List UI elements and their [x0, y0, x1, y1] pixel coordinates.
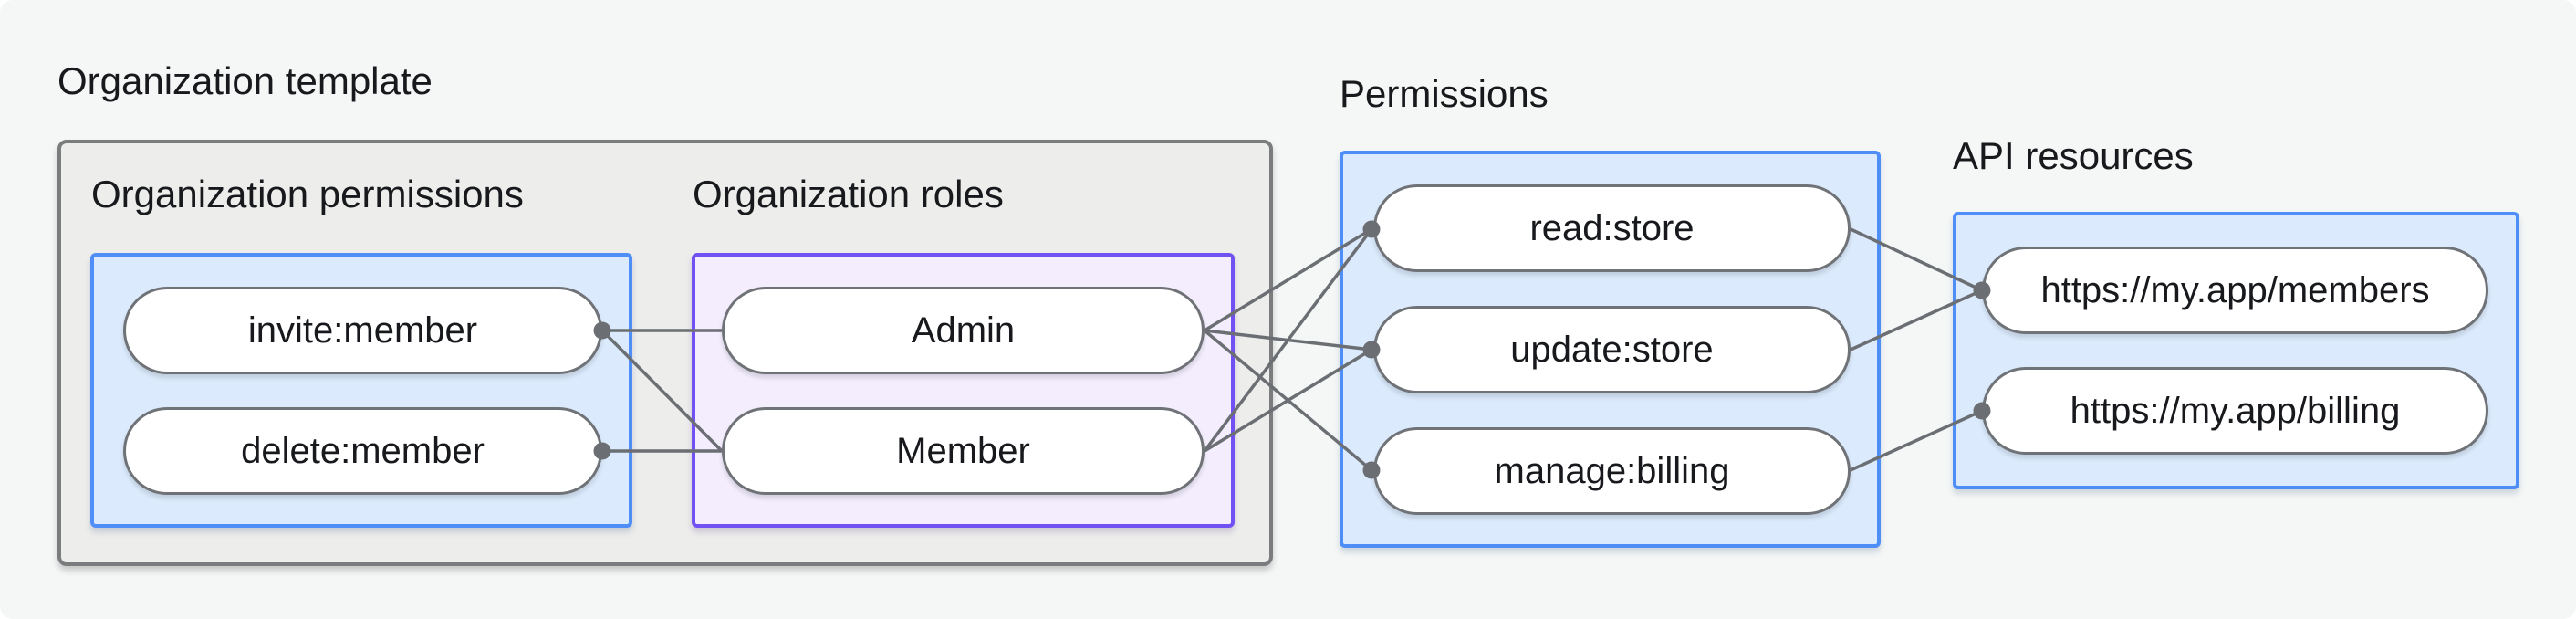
- node-read-store: read:store: [1373, 184, 1851, 272]
- org-roles-label: Organization roles: [693, 173, 1004, 215]
- node-member: Member: [722, 407, 1205, 495]
- org-permissions-label: Organization permissions: [91, 173, 524, 215]
- node-invite-member: invite:member: [123, 287, 602, 374]
- api-resources-label: API resources: [1953, 134, 2194, 177]
- node-api-members: https://my.app/members: [1982, 247, 2488, 334]
- permissions-label: Permissions: [1340, 72, 1549, 115]
- node-delete-member: delete:member: [123, 407, 602, 495]
- node-manage-billing: manage:billing: [1373, 427, 1851, 515]
- node-admin: Admin: [722, 287, 1205, 374]
- node-api-billing: https://my.app/billing: [1982, 367, 2488, 455]
- node-update-store: update:store: [1373, 306, 1851, 393]
- org-template-label: Organization template: [57, 59, 433, 102]
